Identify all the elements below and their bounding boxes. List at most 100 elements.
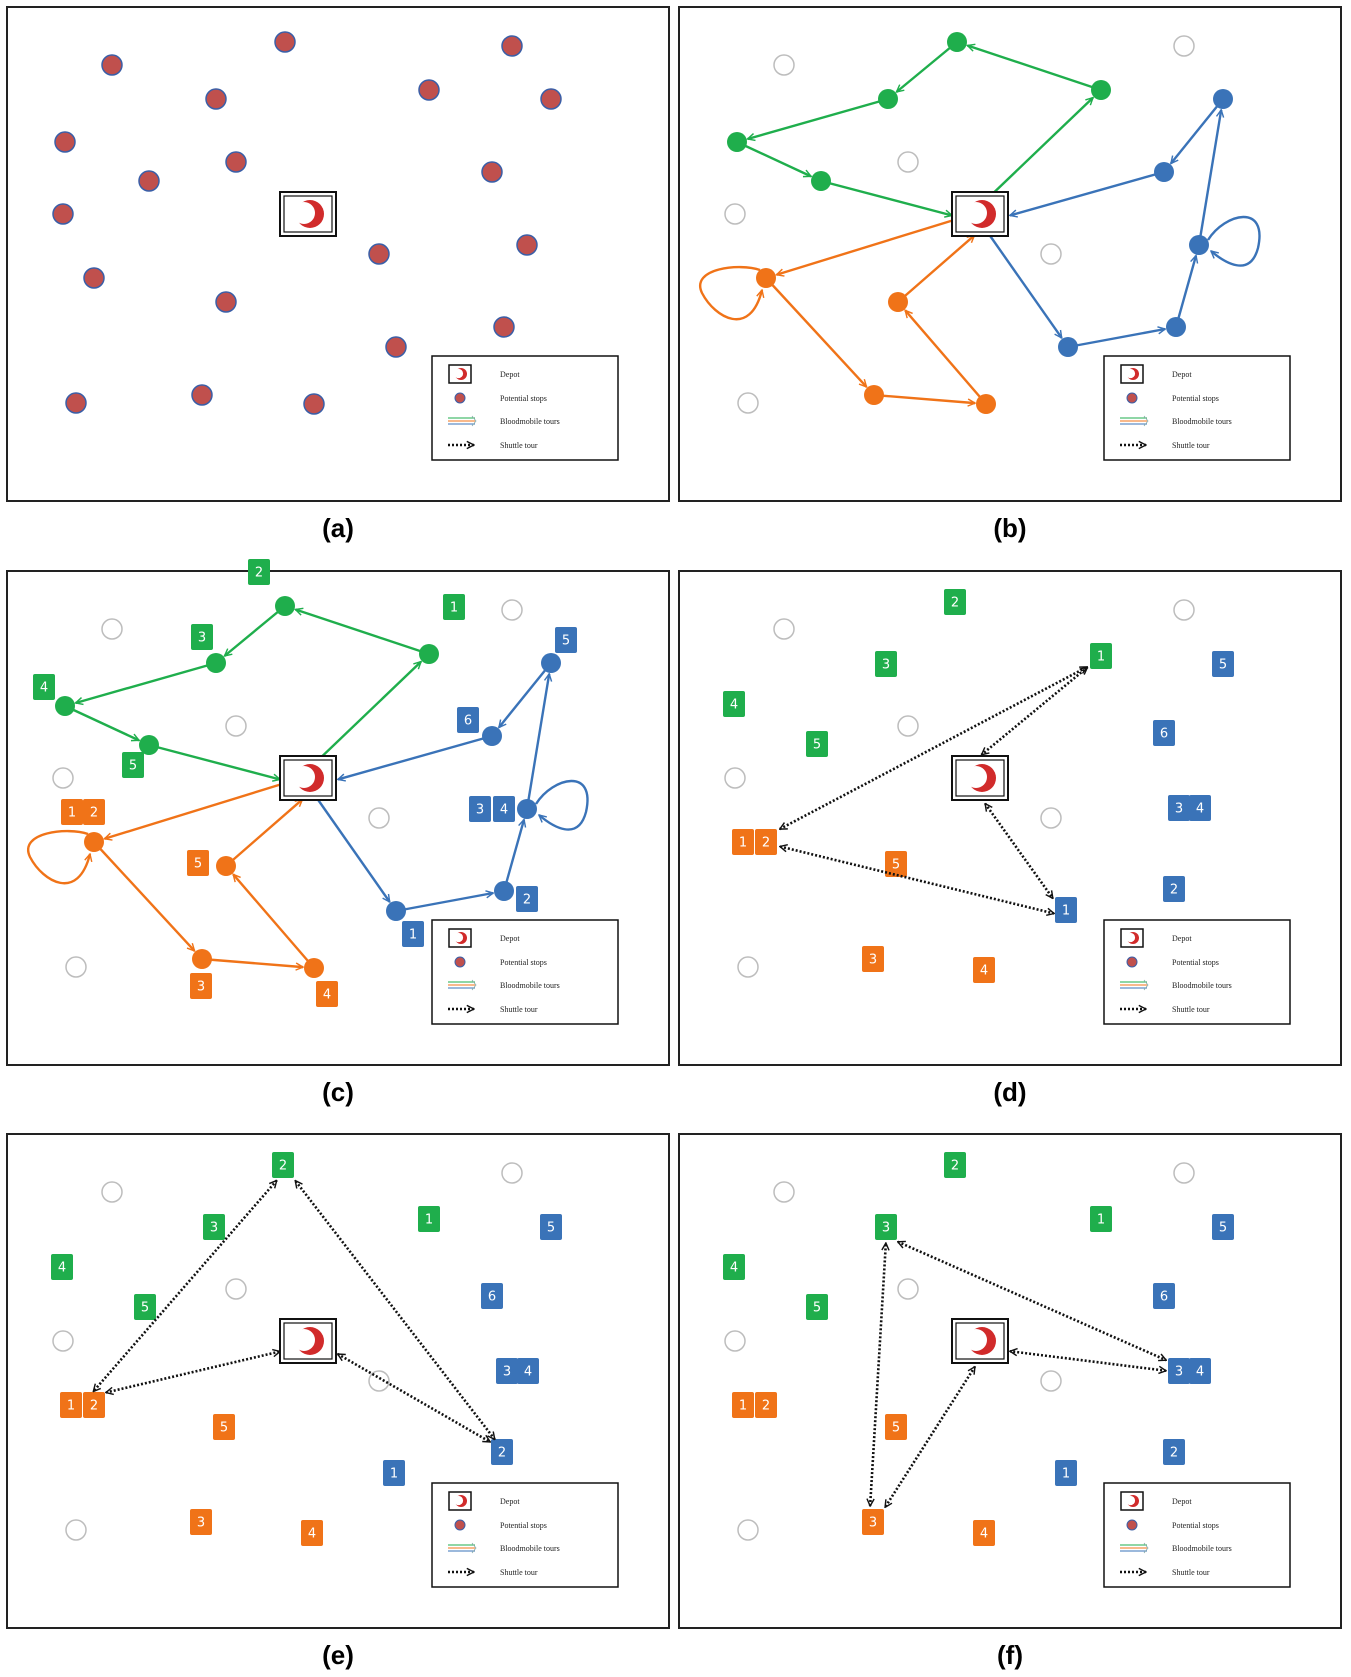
blue-badge-2: 2 bbox=[491, 1439, 513, 1465]
caption-a: (a) bbox=[322, 513, 354, 543]
orange-stop bbox=[192, 949, 212, 969]
legend-depot-icon bbox=[448, 928, 472, 948]
green-badge-5: 5 bbox=[122, 752, 144, 778]
svg-text:1: 1 bbox=[739, 836, 747, 851]
svg-text:1: 1 bbox=[1062, 904, 1070, 919]
green-route-arrow bbox=[896, 41, 958, 92]
shuttle-arrow bbox=[338, 1352, 491, 1444]
legend-tours-icon bbox=[1120, 415, 1149, 427]
svg-text:3: 3 bbox=[1175, 1365, 1183, 1380]
svg-text:2: 2 bbox=[951, 596, 959, 611]
svg-text:3: 3 bbox=[210, 1221, 218, 1236]
blue-badge-1: 1 bbox=[402, 921, 424, 947]
green-route-arrow bbox=[295, 609, 430, 656]
unused-stop bbox=[225, 1278, 247, 1300]
unused-stop bbox=[1040, 1370, 1062, 1392]
unused-stop bbox=[737, 392, 759, 414]
green-badge-3: 3 bbox=[191, 624, 213, 650]
legend-depot-label: Depot bbox=[1172, 934, 1192, 943]
svg-text:5: 5 bbox=[813, 1301, 821, 1316]
legend-depot-icon bbox=[1120, 928, 1144, 948]
green-badge-1: 1 bbox=[1090, 643, 1112, 669]
green-route-arrow bbox=[748, 97, 889, 139]
svg-text:1: 1 bbox=[68, 806, 76, 821]
green-badge-1: 1 bbox=[418, 1206, 440, 1232]
svg-text:4: 4 bbox=[730, 698, 738, 713]
legend-stop-icon bbox=[454, 956, 466, 968]
blue-stop bbox=[482, 726, 502, 746]
orange-stop bbox=[756, 268, 776, 288]
unused-stop bbox=[773, 1181, 795, 1203]
legend-stops-label: Potential stops bbox=[500, 958, 547, 967]
shuttle-arrow bbox=[870, 1243, 886, 1506]
orange-badge-3: 3 bbox=[190, 1509, 212, 1535]
svg-text:4: 4 bbox=[40, 681, 48, 696]
blue-badge-5: 5 bbox=[1212, 1214, 1234, 1240]
shuttle-arrow bbox=[780, 665, 1087, 831]
blue-route-arrow bbox=[313, 793, 391, 902]
orange-badge-2: 2 bbox=[755, 829, 777, 855]
green-badge-4: 4 bbox=[51, 1254, 73, 1280]
potential-stop bbox=[516, 234, 538, 256]
unused-stop bbox=[501, 599, 523, 621]
orange-route-arrow bbox=[225, 799, 302, 867]
svg-text:4: 4 bbox=[1196, 1365, 1204, 1380]
orange-badge-4: 4 bbox=[301, 1520, 323, 1546]
green-badge-5: 5 bbox=[134, 1294, 156, 1320]
green-route-arrow bbox=[148, 743, 280, 779]
svg-text:5: 5 bbox=[892, 1421, 900, 1436]
unused-stop bbox=[737, 956, 759, 978]
svg-text:4: 4 bbox=[730, 1261, 738, 1276]
green-badge-4: 4 bbox=[723, 1254, 745, 1280]
green-badge-4: 4 bbox=[723, 691, 745, 717]
shuttle-arrow bbox=[780, 846, 1054, 913]
orange-route-arrow bbox=[233, 874, 315, 969]
blue-route-arrow bbox=[525, 674, 549, 810]
potential-stop bbox=[418, 79, 440, 101]
legend-depot-icon bbox=[448, 364, 472, 384]
green-route-arrow bbox=[76, 661, 217, 703]
blue-badge-4: 4 bbox=[517, 1358, 539, 1384]
svg-text:1: 1 bbox=[1097, 650, 1105, 665]
legend-shuttle-label: Shuttle tour bbox=[1172, 1568, 1210, 1577]
potential-stop bbox=[368, 243, 390, 265]
unused-stop bbox=[724, 767, 746, 789]
svg-text:4: 4 bbox=[308, 1527, 316, 1542]
blue-route-arrow bbox=[1171, 98, 1224, 163]
blue-route-arrow bbox=[1010, 170, 1165, 215]
caption-b: (b) bbox=[993, 513, 1027, 543]
orange-self-loop-arrow bbox=[698, 265, 762, 321]
shuttle-arrow bbox=[898, 1240, 1166, 1362]
orange-route-arrow bbox=[905, 310, 987, 405]
blue-stop bbox=[1154, 162, 1174, 182]
svg-text:3: 3 bbox=[882, 1221, 890, 1236]
svg-text:2: 2 bbox=[279, 1159, 287, 1174]
svg-text:4: 4 bbox=[500, 803, 508, 818]
caption-f: (f) bbox=[997, 1640, 1023, 1670]
svg-text:3: 3 bbox=[197, 980, 205, 995]
svg-text:6: 6 bbox=[1160, 1290, 1168, 1305]
blue-badge-2: 2 bbox=[1163, 1439, 1185, 1465]
orange-stop bbox=[888, 292, 908, 312]
legend-stop-icon bbox=[454, 392, 466, 404]
legend-depot-icon bbox=[1120, 1491, 1144, 1511]
unused-stop bbox=[65, 1519, 87, 1541]
unused-stop bbox=[368, 807, 390, 829]
blue-badge-6: 6 bbox=[1153, 1283, 1175, 1309]
svg-text:1: 1 bbox=[1062, 1467, 1070, 1482]
svg-text:4: 4 bbox=[980, 964, 988, 979]
unused-stop bbox=[225, 715, 247, 737]
blue-route-arrow bbox=[395, 893, 493, 913]
blue-badge-2: 2 bbox=[516, 886, 538, 912]
legend-shuttle-label: Shuttle tour bbox=[500, 1005, 538, 1014]
svg-text:4: 4 bbox=[58, 1261, 66, 1276]
shuttle-arrow bbox=[106, 1351, 280, 1392]
